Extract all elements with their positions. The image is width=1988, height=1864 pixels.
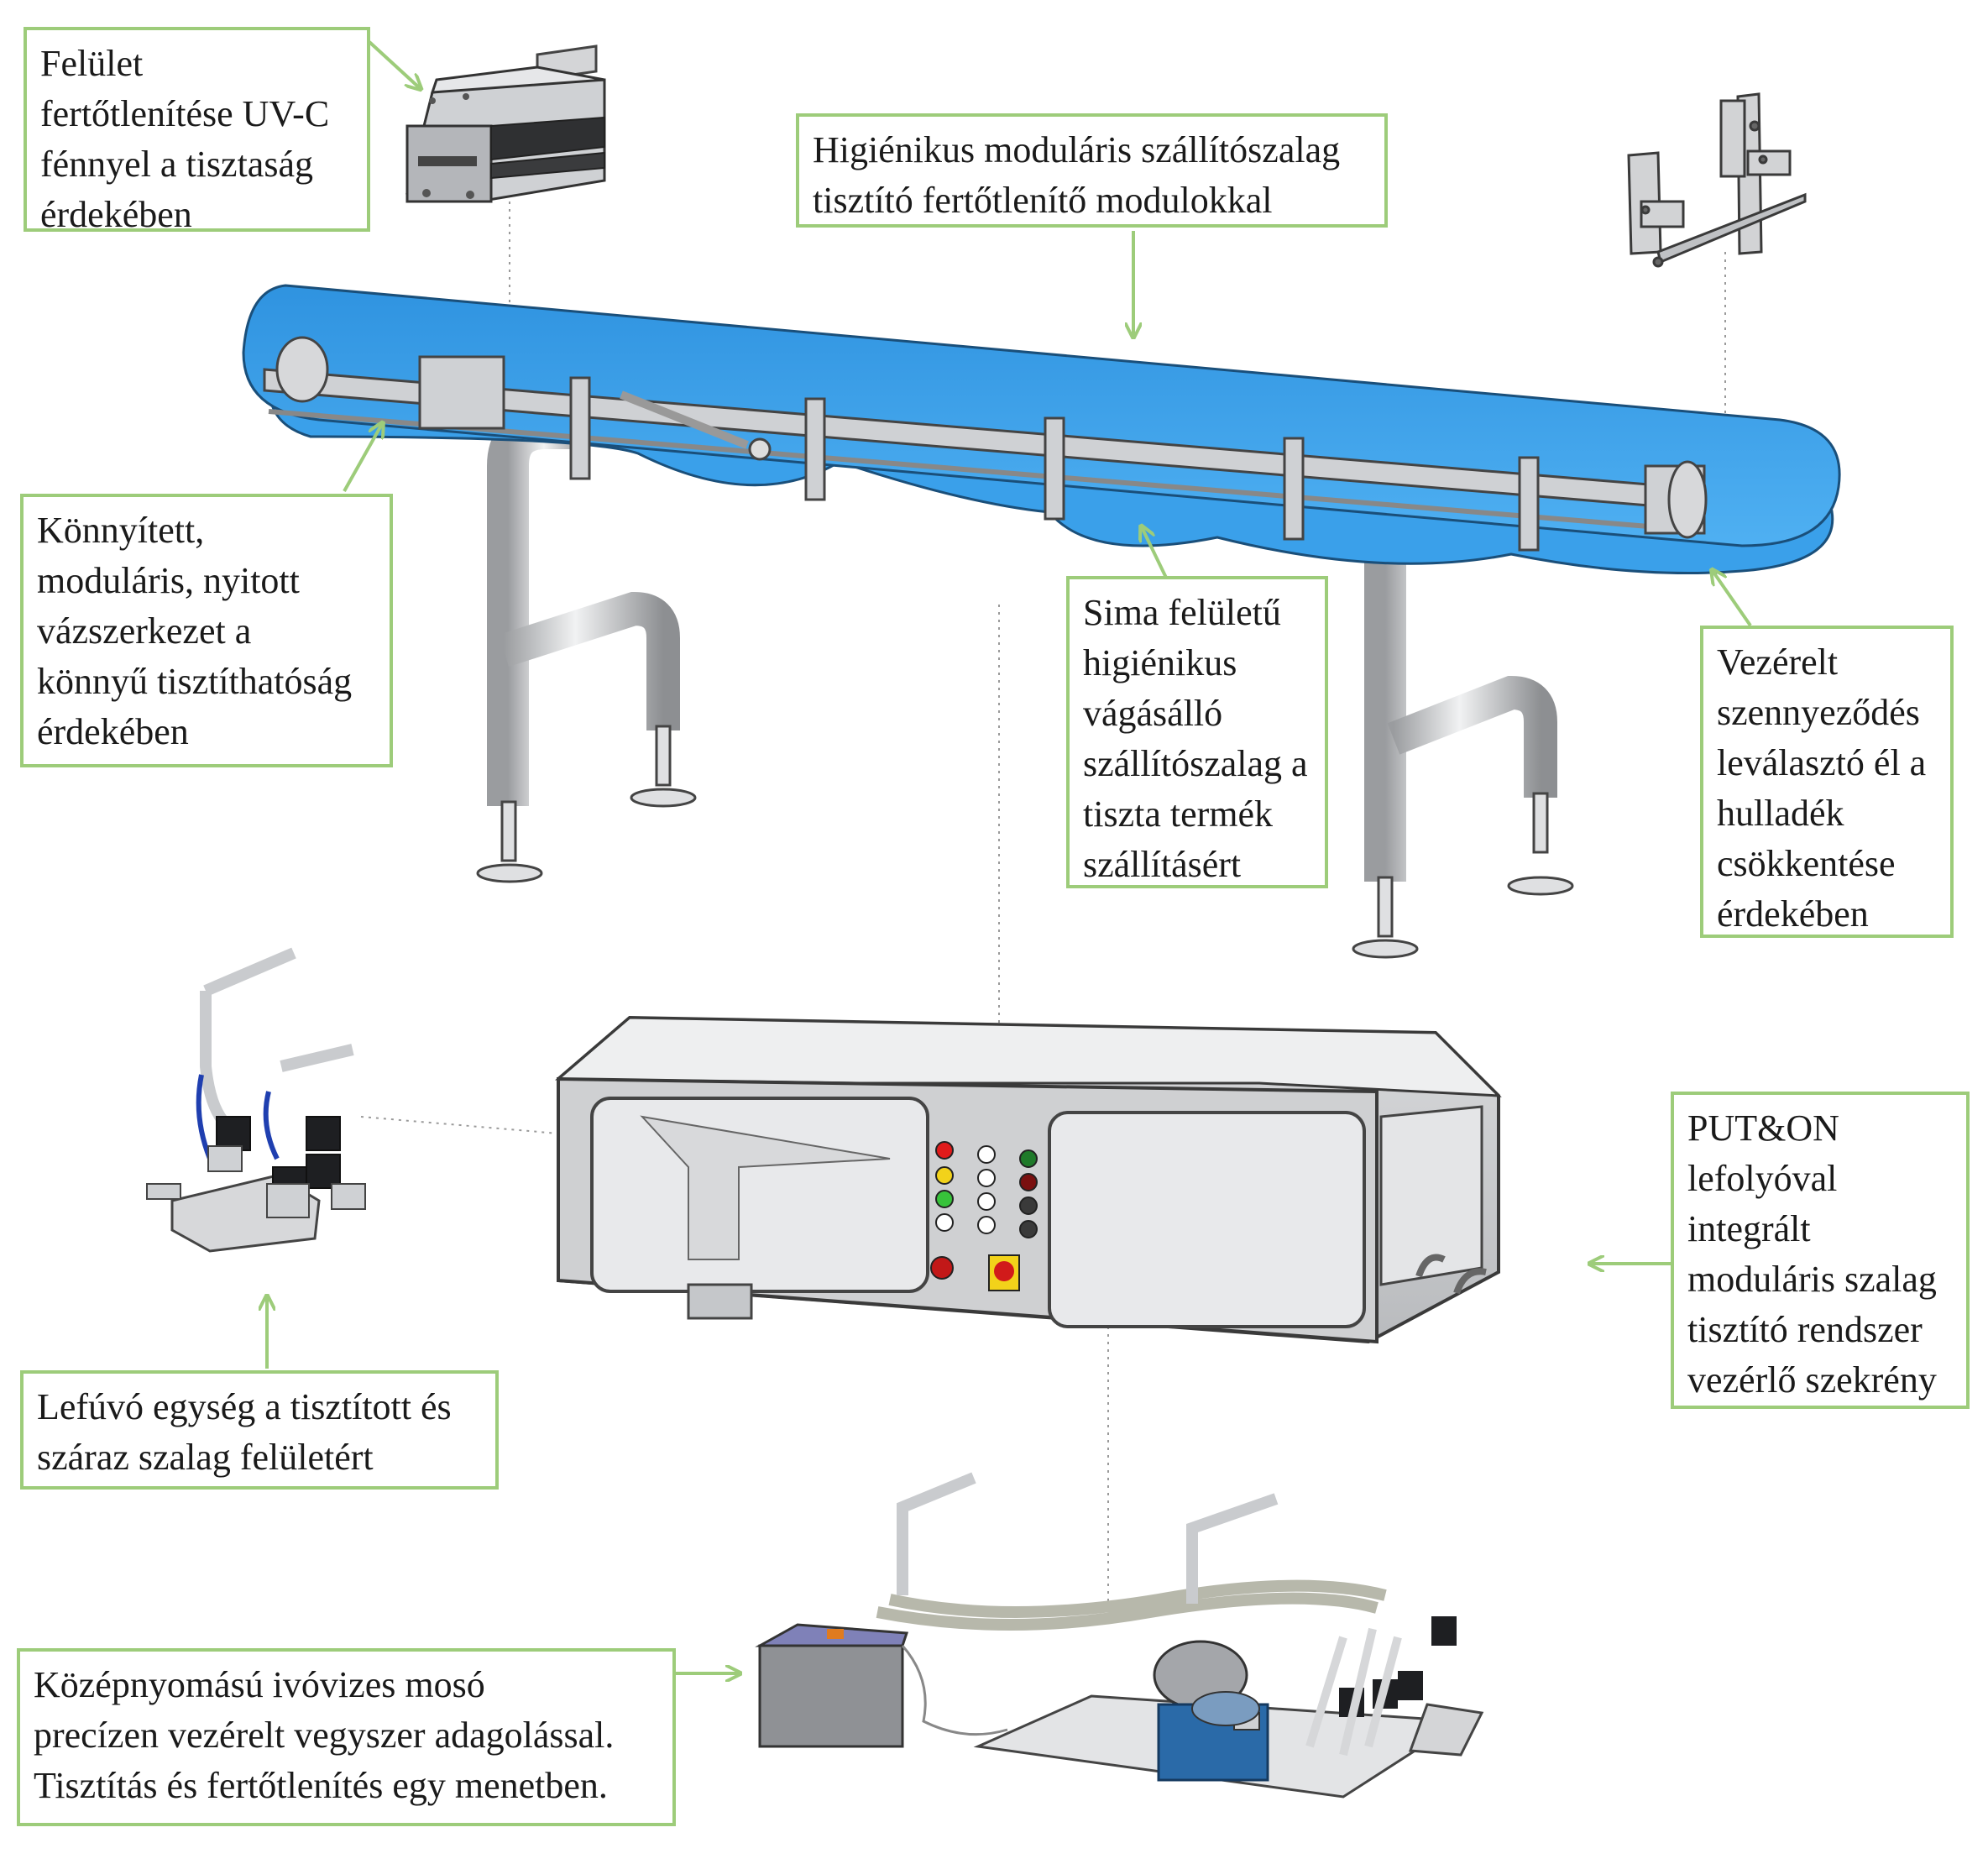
callout-scraper: Vezérelt szennyeződés leválasztó él a hu… [1700,626,1954,938]
callout-modular-belt: Higiénikus moduláris szállítószalag tisz… [796,113,1388,228]
alignment-guides [360,202,1726,1629]
control-cabinet [555,1015,1502,1344]
callout-smooth-belt: Sima felületű higiénikus vágásálló száll… [1066,576,1328,888]
callout-blower: Lefúvó egység a tisztított és száraz sza… [20,1370,499,1490]
uv-c-module [405,45,606,203]
air-blower-unit [146,947,366,1253]
callout-cabinet: PUT&ON lefolyóval integrált moduláris sz… [1671,1092,1970,1409]
callout-frame: Könnyített, moduláris, nyitott vázszerke… [20,494,393,767]
scraper-edge-unit [1627,92,1807,268]
callout-uvc: Felület fertőtlenítése UV-C fénnyel a ti… [24,27,370,235]
conveyor-belt [242,284,1841,959]
pressure-washer-unit [755,1472,1484,1799]
callout-arrows [267,40,1752,1673]
callout-washer: Középnyomású ivóvizes mosó precízen vezé… [17,1648,676,1826]
